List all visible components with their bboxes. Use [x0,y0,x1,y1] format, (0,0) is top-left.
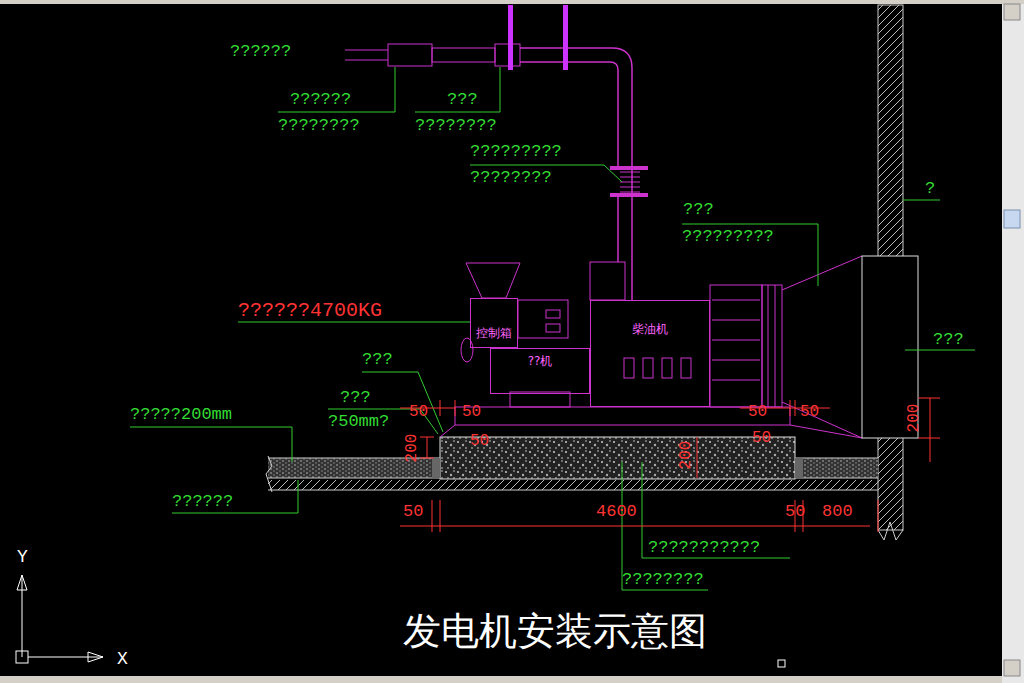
machine-label: 控制箱 [476,325,512,342]
callout-text: ??????????? [648,539,760,556]
callout-text: 800 [822,503,853,520]
engine-block: 柴油机 [590,300,710,407]
callout-text: ????????? [682,228,774,245]
callout-text: ???????? [622,571,704,588]
dimension-vertical: 200 [678,441,694,470]
callout-text: ? [925,180,935,197]
dimension-vertical: 200 [404,434,420,463]
callout-text: ??? [362,351,393,368]
callout-text: 50 [403,503,423,520]
callout-text: X [117,650,128,668]
callout-text: 50 [748,404,767,420]
control-box: 控制箱 [470,298,518,348]
machine-label: 柴油机 [632,321,668,338]
callout-text: ?????? [172,493,233,510]
callout-text: ?????? [290,91,351,108]
callout-text: 50 [409,404,428,420]
callout-text: ??? [447,91,478,108]
callout-text: 50 [462,404,481,420]
drawing-title: 发电机安装示意图 [403,612,707,650]
callout-text: ??? [683,201,714,218]
callout-text: 4600 [596,503,637,520]
callout-text: ????????? [470,143,562,160]
callout-text: ??? [340,389,371,406]
callout-text: 50 [785,503,805,520]
callout-text: ???????? [278,117,360,134]
callout-text: ??????4700KG [238,301,382,321]
generator-body: ??机 [490,348,590,394]
callout-text: ???????? [415,117,497,134]
callout-text: ?????200mm [130,406,232,423]
machine-label: ??机 [528,353,553,370]
dimension-vertical: 200 [906,404,922,433]
callout-text: ???????? [470,169,552,186]
callout-text: Y [17,548,28,566]
callout-text: ??? [933,331,964,348]
callout-text: 50 [752,430,771,446]
callout-text: ?50mm? [328,413,389,430]
callout-text: 50 [800,404,819,420]
callout-text: 50 [470,433,489,449]
callout-text: ?????? [230,43,291,60]
